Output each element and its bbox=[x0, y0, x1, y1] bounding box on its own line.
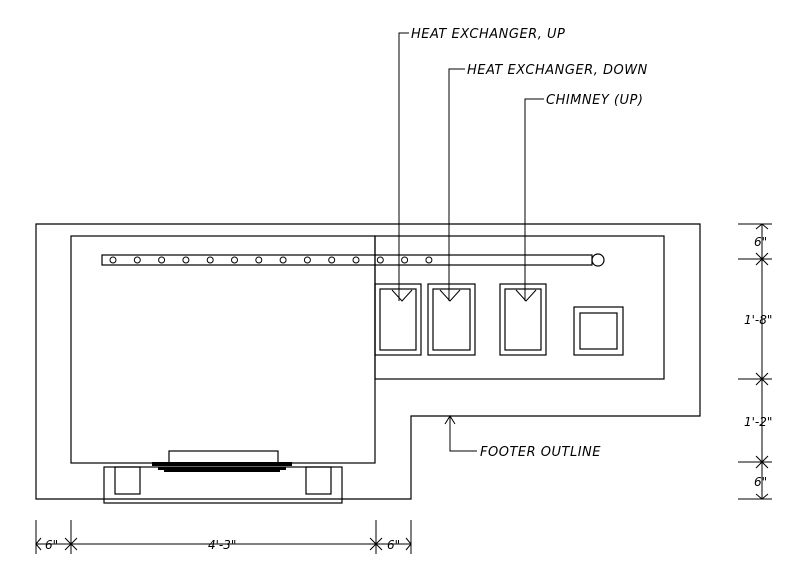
pipe-port bbox=[279, 256, 287, 264]
leader-chimney bbox=[524, 98, 544, 301]
dim-bottom-left: 6" bbox=[45, 538, 58, 552]
leader-footer-outline bbox=[449, 416, 477, 452]
pipe-port bbox=[303, 256, 311, 264]
dim-bottom-center: 4'-3" bbox=[208, 538, 236, 552]
dimension-bottom: 6" 4'-3" 6" bbox=[35, 520, 412, 554]
label-chimney: CHIMNEY (UP) bbox=[546, 93, 643, 108]
chimney-box bbox=[499, 283, 547, 356]
pipe-port bbox=[133, 256, 141, 264]
pipe-port bbox=[352, 256, 360, 264]
heat-exchanger-up-box bbox=[374, 283, 422, 356]
pipe-port bbox=[158, 256, 166, 264]
pipe-port bbox=[376, 256, 384, 264]
firebox-outline bbox=[70, 235, 376, 464]
heat-exchanger-down-box bbox=[427, 283, 476, 356]
pipe-port bbox=[182, 256, 190, 264]
dim-bottom-right: 6" bbox=[387, 538, 400, 552]
pipe-ports bbox=[109, 256, 433, 264]
pipe-port bbox=[255, 256, 263, 264]
pipe-port bbox=[425, 256, 433, 264]
label-heat-exchanger-up: HEAT EXCHANGER, UP bbox=[411, 27, 565, 42]
pipe-port bbox=[328, 256, 336, 264]
firebox-door bbox=[152, 450, 292, 472]
dim-right-mid1: 1'-8" bbox=[744, 313, 772, 327]
dim-right-bottom: 6" bbox=[754, 475, 767, 489]
leader-heat-exchanger-up bbox=[398, 32, 409, 301]
pipe-port bbox=[401, 256, 409, 264]
dim-right-mid2: 1'-2" bbox=[744, 415, 772, 429]
pipe-port bbox=[206, 256, 214, 264]
dimension-right: 6" 1'-8" 1'-2" 6" bbox=[738, 223, 772, 500]
pipe-end-cap bbox=[591, 253, 605, 267]
base-stand bbox=[103, 466, 343, 504]
label-footer-outline: FOOTER OUTLINE bbox=[480, 445, 601, 460]
pipe-port bbox=[231, 256, 238, 264]
square-duct-box bbox=[573, 306, 624, 356]
dim-right-top: 6" bbox=[754, 235, 767, 249]
pipe-port bbox=[109, 256, 117, 264]
label-heat-exchanger-down: HEAT EXCHANGER, DOWN bbox=[467, 63, 648, 78]
footer-outline bbox=[35, 223, 701, 500]
leader-heat-exchanger-down bbox=[448, 68, 465, 301]
manifold-pipe bbox=[101, 254, 593, 266]
